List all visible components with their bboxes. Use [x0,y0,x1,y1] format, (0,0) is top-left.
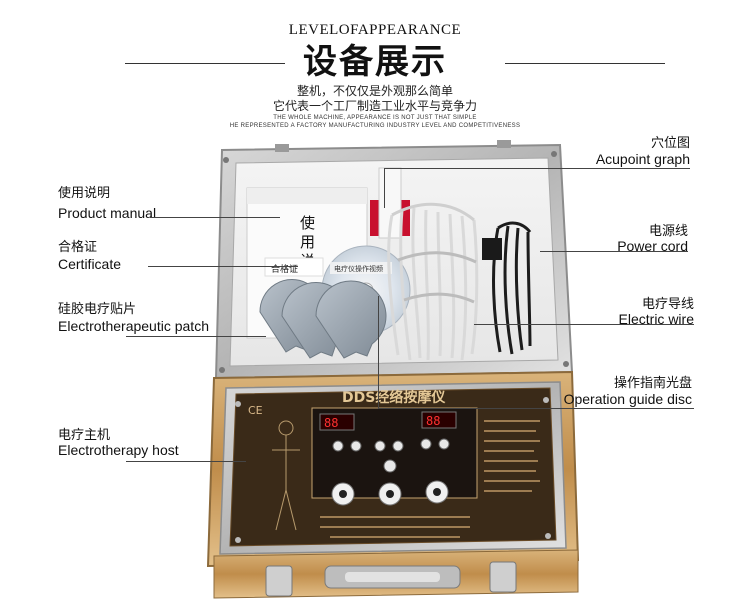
disc-label-en: Operation guide disc [563,391,692,407]
host-leader-line [126,461,246,462]
header-top-text: LEVELOFAPPEARANCE [288,22,462,38]
tiny-line-2: HE REPRESENTED A FACTORY MANUFACTURING I… [229,123,521,129]
ce-logo: CE [248,404,263,417]
disc-leader-drop [378,296,379,408]
host-label-cn: 电疗主机 [58,427,111,442]
patches [259,279,387,359]
wire-label-en: Electric wire [618,311,694,327]
manual-char-2: 用 [300,233,315,251]
patch-leader-line [126,336,266,337]
header-rule-left [125,63,285,64]
patch-label-cn: 硅胶电疗贴片 [58,301,137,316]
acupoint-label-cn: 穴位图 [650,135,690,150]
acupoint-label-en: Acupoint graph [595,151,690,167]
electrotherapy-host-panel: CE DDS经络按摩仪 88 88 [248,389,540,538]
host-label-en: Electrotherapy host [58,442,179,458]
certificate-leader-line [148,266,298,267]
display-right: 88 [426,414,440,428]
certificate: 合格证 [264,257,324,277]
patch-label-en: Electrotherapeutic patch [58,318,209,334]
certificate-label-en: Certificate [58,256,122,272]
certificate-label-cn: 合格证 [58,239,98,254]
power-label-cn: 电源线 [648,223,688,238]
header-rule-right [505,63,665,64]
wire-label-cn: 电疗导线 [641,296,694,311]
acupoint-leader-drop [384,168,385,208]
tiny-line-1: THE WHOLE MACHINE, APPEARANCE IS NOT JUS… [273,115,477,121]
device-brand: DDS经络按摩仪 [342,389,446,406]
manual-leader-line [150,217,280,218]
electric-wire [387,202,479,361]
cert-text: 合格证 [271,263,298,275]
display-left: 88 [324,416,338,430]
disc-label-cn: 操作指南光盘 [613,375,692,390]
manual-label-cn: 使用说明 [58,185,111,200]
subtitle-1: 整机，不仅仅是外观那么简单 [296,84,453,98]
manual-label-en: Product manual [58,205,157,221]
power-leader-line [540,251,688,252]
disc-leader-line [378,408,694,409]
power-cord [482,221,532,355]
acupoint-leader-line [384,168,690,169]
cd-label: 电疗仪操作视频 [334,264,383,273]
manual-char-1: 使 [300,214,315,232]
page-title: 设备展示 [303,42,447,82]
power-label-en: Power cord [617,238,688,254]
wire-leader-line [474,324,694,325]
subtitle-2: 它代表一个工厂制造工业水平与竞争力 [272,99,477,113]
